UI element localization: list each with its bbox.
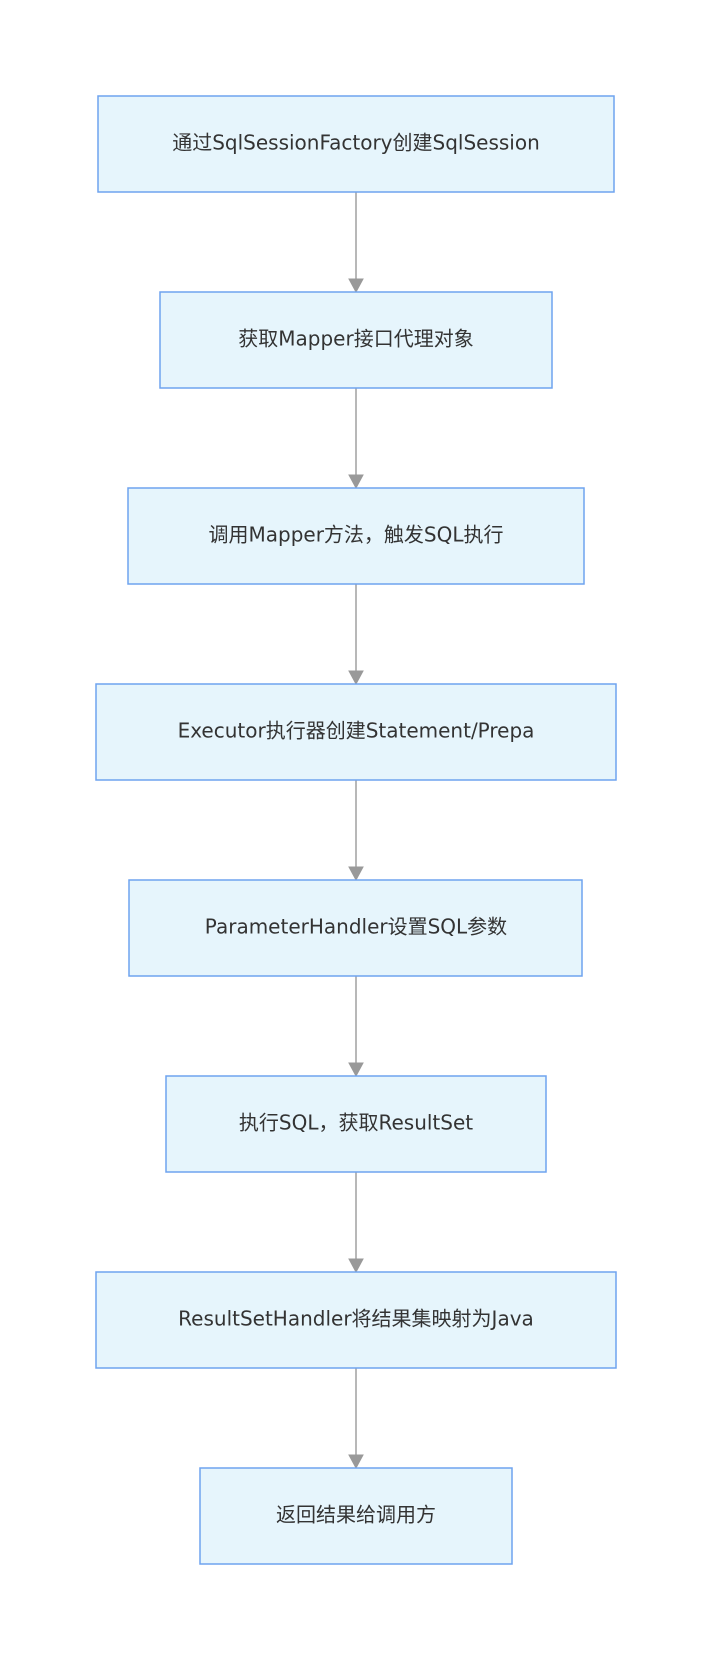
flow-node-get-mapper-proxy[interactable]: 获取Mapper接口代理对象 [159, 291, 553, 389]
node-box [97, 95, 615, 193]
flow-node-return-result[interactable]: 返回结果给调用方 [199, 1467, 513, 1565]
node-label: 调用Mapper方法，触发SQL执行 [208, 523, 503, 547]
node-box [127, 487, 585, 585]
node-label: ParameterHandler设置SQL参数 [205, 915, 507, 939]
edges [348, 192, 364, 1470]
edge-n1-n2 [348, 192, 364, 294]
node-label: 获取Mapper接口代理对象 [238, 327, 473, 351]
edge-n2-n3 [348, 388, 364, 490]
arrowhead [348, 1454, 364, 1470]
edge-n5-n6 [348, 976, 364, 1078]
flow-node-execute-sql[interactable]: 执行SQL，获取ResultSet [165, 1075, 547, 1173]
node-label: ResultSetHandler将结果集映射为Java [178, 1307, 534, 1331]
node-label: 执行SQL，获取ResultSet [239, 1111, 473, 1135]
arrowhead [348, 1258, 364, 1274]
node-box [159, 291, 553, 389]
arrowhead [348, 278, 364, 294]
node-box [95, 683, 617, 781]
arrowhead [348, 670, 364, 686]
node-label: 返回结果给调用方 [276, 1503, 436, 1527]
node-label: Executor执行器创建Statement/Prepa [178, 719, 535, 743]
arrowhead [348, 866, 364, 882]
edge-n3-n4 [348, 584, 364, 686]
node-box [95, 1271, 617, 1369]
edge-n4-n5 [348, 780, 364, 882]
arrowhead [348, 1062, 364, 1078]
edge-n7-n8 [348, 1368, 364, 1470]
node-box [128, 879, 583, 977]
flow-node-invoke-mapper-method[interactable]: 调用Mapper方法，触发SQL执行 [127, 487, 585, 585]
edge-n6-n7 [348, 1172, 364, 1274]
flow-node-parameter-handler[interactable]: ParameterHandler设置SQL参数 [128, 879, 583, 977]
node-box [199, 1467, 513, 1565]
arrowhead [348, 474, 364, 490]
node-label: 通过SqlSessionFactory创建SqlSession [172, 131, 540, 155]
node-box [165, 1075, 547, 1173]
nodes: 通过SqlSessionFactory创建SqlSession 获取Mapper… [95, 95, 617, 1565]
flow-node-executor-create-statement[interactable]: Executor执行器创建Statement/Prepa [95, 683, 617, 781]
flow-node-resultset-handler[interactable]: ResultSetHandler将结果集映射为Java [95, 1271, 617, 1369]
flow-node-create-sqlsession[interactable]: 通过SqlSessionFactory创建SqlSession [97, 95, 615, 193]
